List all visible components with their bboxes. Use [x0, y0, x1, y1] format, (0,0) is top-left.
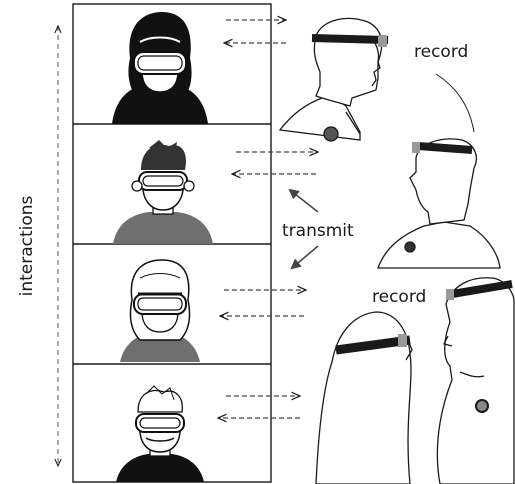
record-label-top: record: [414, 42, 468, 62]
lapel-microphone-icon: [475, 399, 489, 413]
exchange-arrows: [218, 20, 318, 418]
lapel-microphone-icon: [323, 126, 339, 142]
vr-headset-person-icon: [120, 259, 200, 362]
vr-headset-person-icon: [113, 140, 213, 244]
record-arc: [435, 73, 475, 133]
vr-headset-person-icon: [116, 385, 204, 482]
person-headband-man-middle: [377, 138, 501, 269]
vr-user-panel-3: [120, 259, 200, 362]
vr-headset-person-icon: [112, 12, 208, 124]
record-label-bottom: record: [372, 287, 426, 307]
headband-icon: [311, 34, 389, 47]
vr-user-panel-4: [116, 385, 204, 482]
person-headband-woman-right: [436, 277, 515, 484]
person-headband-man-top: [278, 17, 389, 142]
vr-user-panel-2: [113, 140, 213, 244]
person-headband-woman: [315, 311, 413, 484]
vr-user-panel-1: [112, 12, 208, 124]
headband-icon: [335, 334, 411, 355]
headband-icon: [412, 142, 473, 154]
transmit-arrows: [288, 188, 319, 270]
headband-icon: [446, 280, 513, 300]
transmit-label: transmit: [282, 221, 354, 241]
interactions-label: interactions: [17, 195, 37, 296]
lapel-microphone-icon: [404, 241, 416, 253]
